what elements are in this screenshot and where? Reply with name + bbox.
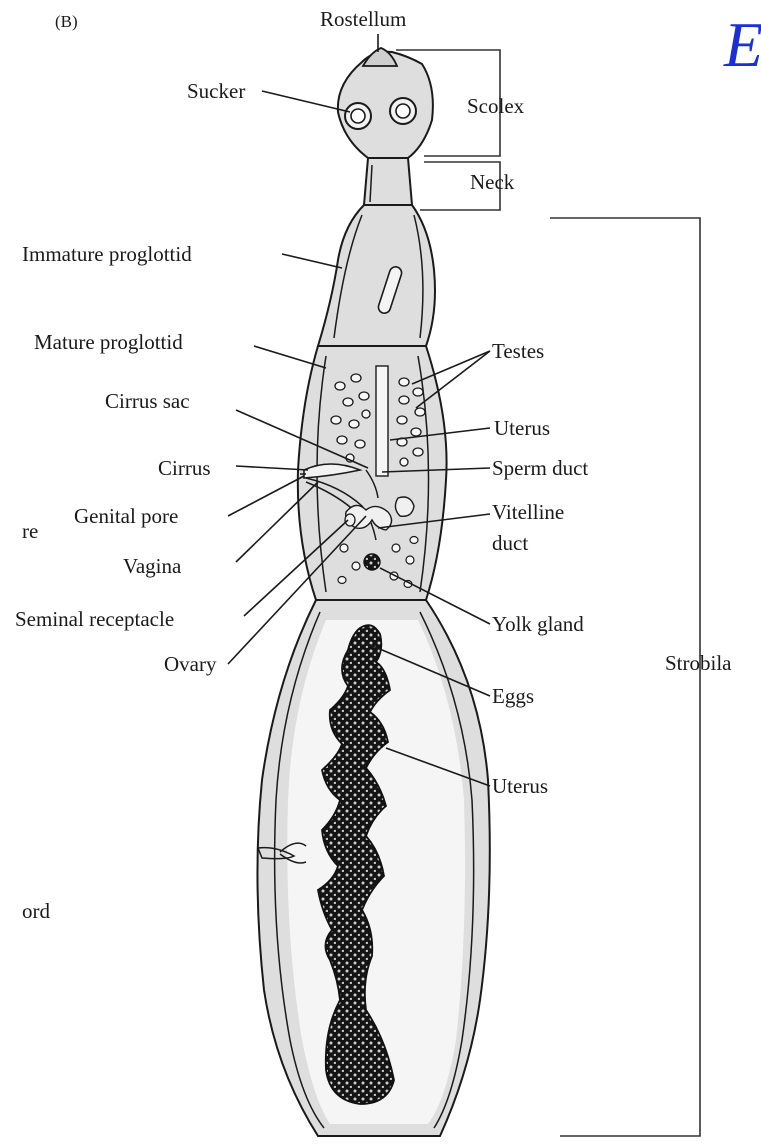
label-vitelline-duct-1: Vitelline: [492, 500, 564, 524]
label-mature-proglottid: Mature proglottid: [34, 330, 183, 354]
label-sperm-duct: Sperm duct: [492, 456, 588, 480]
label-ovary: Ovary: [164, 652, 217, 676]
label-vitelline-duct-2: duct: [492, 531, 528, 555]
yolk-gland-shape: [364, 554, 380, 570]
label-seminal-receptacle: Seminal receptacle: [15, 607, 174, 631]
label-genital-pore: Genital pore: [74, 504, 178, 528]
label-neck: Neck: [470, 170, 515, 194]
label-sucker: Sucker: [187, 79, 245, 103]
label-rostellum: Rostellum: [320, 7, 406, 31]
label-testes: Testes: [492, 339, 544, 363]
label-vagina: Vagina: [123, 554, 182, 578]
label-yolk-gland: Yolk gland: [492, 612, 584, 636]
label-cirrus-sac: Cirrus sac: [105, 389, 190, 413]
label-immature-proglottid: Immature proglottid: [22, 242, 192, 266]
neck: [364, 158, 412, 205]
scolex: [338, 48, 433, 158]
mature-proglottid: [298, 346, 447, 600]
label-cirrus: Cirrus: [158, 456, 211, 480]
label-uterus-gravid: Uterus: [492, 774, 548, 798]
label-scolex: Scolex: [467, 94, 525, 118]
panel-label: (B): [55, 12, 78, 31]
label-eggs: Eggs: [492, 684, 534, 708]
cropped-fragment-2: ord: [22, 899, 50, 923]
immature-proglottid: [318, 205, 435, 346]
ovary-shape-right: [395, 497, 414, 516]
seminal-receptacle-shape: [345, 514, 355, 526]
label-strobila: Strobila: [665, 651, 732, 675]
rostellum-shape: [363, 48, 397, 66]
uterus-stem: [376, 366, 388, 476]
label-uterus-mature: Uterus: [494, 416, 550, 440]
strobila-bracket: [550, 218, 700, 1136]
big-letter: E: [723, 9, 761, 80]
cropped-fragment-1: re: [22, 519, 38, 543]
